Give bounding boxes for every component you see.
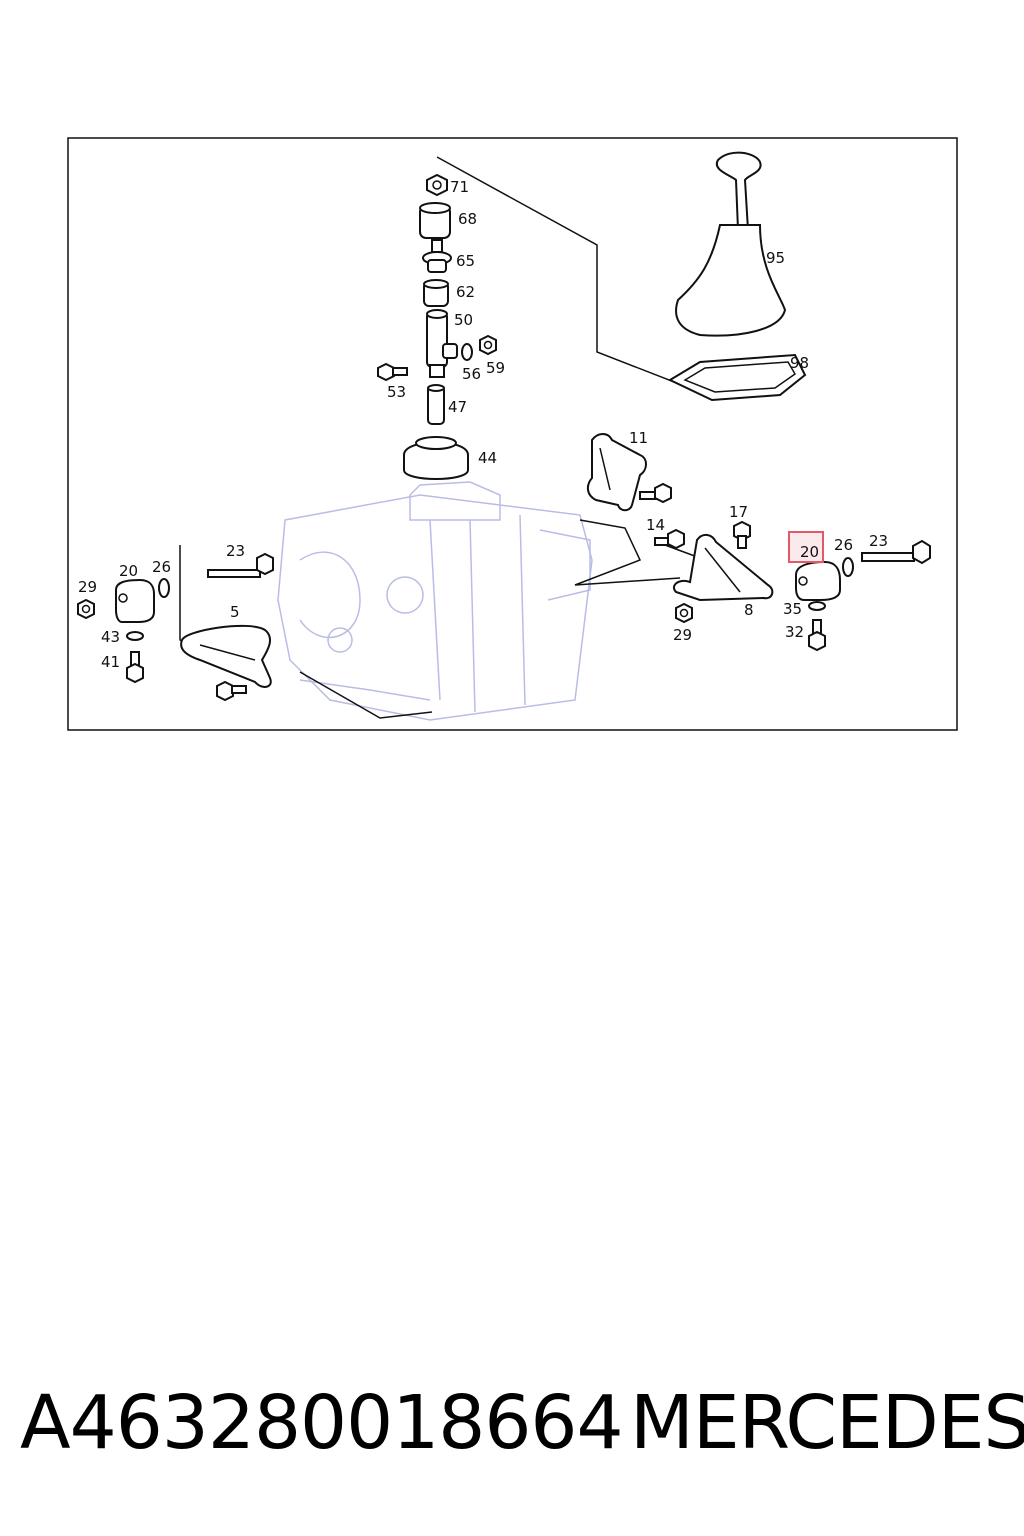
callout-5: 5 [230, 603, 240, 621]
sleeve-62 [423, 279, 449, 307]
callout-32: 32 [785, 623, 804, 641]
washer-35 [808, 601, 826, 611]
callout-20-left: 20 [119, 562, 138, 580]
highlight-box [788, 531, 824, 563]
transmission-housing-outline [277, 481, 593, 721]
callout-17: 17 [729, 503, 748, 521]
bolt-41 [126, 651, 144, 684]
bolt-17 [733, 520, 751, 549]
nut-29-right [675, 602, 693, 624]
callout-95: 95 [766, 249, 785, 267]
callout-14: 14 [646, 516, 665, 534]
callout-23-right: 23 [869, 532, 888, 550]
mount-20-right [795, 560, 841, 601]
callout-56: 56 [462, 365, 481, 383]
bracket-11 [586, 433, 647, 512]
bracket-8 [672, 534, 774, 602]
bolt-5-lower [216, 680, 247, 702]
diagram-frame [67, 137, 958, 731]
nut-29-left [77, 598, 95, 620]
shift-boot-95 [675, 151, 787, 337]
callout-29-left: 29 [78, 578, 97, 596]
bolt-14b [654, 528, 685, 550]
callout-50: 50 [454, 311, 473, 329]
bolt-23-left [207, 552, 274, 578]
part-number: A463280018664 [20, 1380, 624, 1466]
sleeve-47 [427, 384, 445, 425]
bracket-5 [180, 624, 272, 688]
washer-26-right [842, 557, 854, 577]
nut-59 [479, 334, 497, 356]
shift-lever-50 [426, 309, 458, 378]
mount-20-left [115, 578, 155, 623]
callout-98: 98 [790, 354, 809, 372]
callout-47: 47 [448, 398, 467, 416]
callout-labels: 71 68 65 62 50 53 56 59 47 44 95 98 11 1… [78, 178, 888, 671]
bolt-53 [377, 362, 408, 382]
callout-26-right: 26 [834, 536, 853, 554]
bolt-14 [639, 482, 672, 504]
shift-frame-98 [667, 353, 807, 402]
bushing-65 [422, 239, 452, 273]
parts-diagram: 71 68 65 62 50 53 56 59 47 44 95 98 11 1… [67, 137, 958, 731]
callout-44: 44 [478, 449, 497, 467]
washer-26-left [158, 578, 170, 598]
bushing-68 [419, 202, 451, 239]
callout-71: 71 [450, 178, 469, 196]
callout-35: 35 [783, 600, 802, 618]
nut-71 [426, 173, 448, 197]
callout-65: 65 [456, 252, 475, 270]
callout-29-right: 29 [673, 626, 692, 644]
callout-68: 68 [458, 210, 477, 228]
callout-11: 11 [629, 429, 648, 447]
callout-59: 59 [486, 359, 505, 377]
bolt-23-right [861, 539, 931, 565]
boot-44 [403, 436, 469, 480]
callout-53: 53 [387, 383, 406, 401]
callout-26-left: 26 [152, 558, 171, 576]
callout-41: 41 [101, 653, 120, 671]
brand-name: MERCEDES [630, 1380, 1024, 1466]
caption-bar: A463280018664 MERCEDES [0, 1378, 1024, 1468]
callout-8: 8 [744, 601, 754, 619]
callout-23-left: 23 [226, 542, 245, 560]
washer-56 [461, 343, 473, 361]
callout-62: 62 [456, 283, 475, 301]
bolt-32 [808, 619, 826, 652]
washer-43 [126, 631, 144, 641]
callout-20-highlighted: 20 [800, 543, 819, 561]
callout-43: 43 [101, 628, 120, 646]
